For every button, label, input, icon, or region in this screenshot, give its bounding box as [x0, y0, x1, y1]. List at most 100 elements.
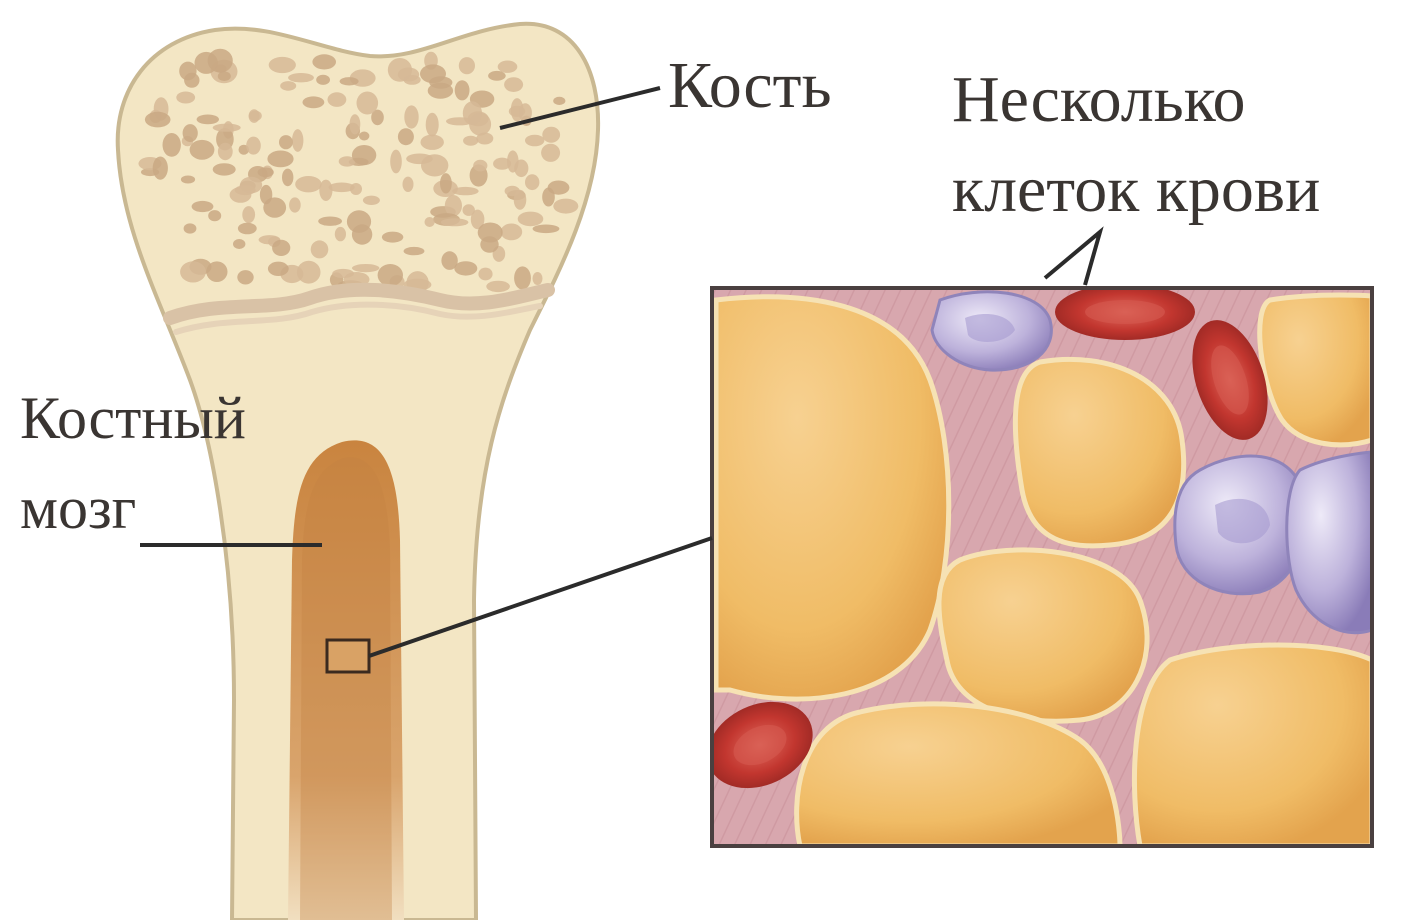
bone-pore — [213, 163, 236, 175]
bone-pore — [425, 217, 435, 227]
bone-pore — [542, 127, 560, 143]
bone-pore — [242, 206, 255, 223]
bone-pore — [180, 261, 206, 282]
bone-pore — [352, 264, 379, 272]
bone-pore — [268, 262, 289, 276]
bone-pore — [303, 96, 325, 108]
bone-pore — [184, 223, 197, 233]
bone-pore — [295, 176, 321, 192]
bone-pore — [153, 157, 168, 180]
bone-pore — [238, 223, 257, 235]
bone-pore — [514, 266, 531, 289]
bone-pore — [441, 218, 469, 226]
bone-pore — [269, 57, 296, 73]
bone-pore — [319, 180, 332, 201]
bone-pore — [183, 124, 198, 142]
bone-pore — [340, 77, 359, 85]
bone-pore — [176, 92, 195, 104]
bone-pore — [473, 160, 487, 172]
bone-pore — [398, 128, 414, 145]
bone-pore — [318, 217, 342, 226]
bone-pore — [258, 168, 274, 178]
bone-pore — [504, 77, 523, 92]
label-bone: Кость — [668, 46, 832, 126]
bone-pore — [426, 113, 439, 137]
bone-pore — [218, 71, 231, 81]
bone-pore — [533, 272, 543, 285]
bone-pore — [192, 201, 214, 212]
bone-pore — [213, 124, 241, 132]
bone-pore — [350, 114, 361, 134]
bone-pore — [163, 133, 181, 157]
bone-pore — [454, 261, 477, 275]
bone-pore — [463, 136, 478, 146]
bone-pore — [240, 177, 262, 194]
fat-cell — [939, 550, 1147, 721]
bone-pore — [388, 58, 412, 82]
bone-pore — [233, 239, 245, 249]
bone-pore — [406, 154, 433, 165]
bone-pore — [145, 112, 171, 128]
magnified-inset — [693, 284, 1372, 846]
bone-pore — [455, 80, 470, 100]
bone-pore — [297, 261, 321, 284]
bone-pore — [378, 264, 403, 286]
bone-pore — [404, 105, 418, 128]
fat-cell — [716, 297, 949, 699]
bone-illustration — [118, 24, 598, 920]
bone-pore — [311, 240, 329, 258]
bone-pore — [352, 224, 372, 244]
label-bone-marrow-line1: Костный — [20, 380, 246, 456]
bone-pore — [292, 129, 303, 152]
bone-pore — [463, 101, 482, 125]
bone-pore — [390, 150, 402, 174]
bone-pore — [525, 135, 544, 147]
bone-pore — [514, 190, 527, 210]
bone-pore — [501, 224, 523, 241]
bone-pore — [428, 83, 453, 99]
bone-pore — [541, 144, 560, 162]
bone-pore — [237, 270, 253, 284]
bone-pore — [459, 57, 475, 74]
leader-line-blood-cells — [1045, 232, 1100, 285]
bone-pore — [272, 240, 290, 256]
bone-pore — [218, 143, 233, 160]
bone-pore — [440, 173, 452, 193]
bone-pore — [197, 115, 219, 125]
bone-pore — [195, 52, 218, 74]
bone-pore — [553, 199, 578, 214]
bone-pore — [525, 174, 539, 190]
label-bone-marrow-line2: мозг — [20, 470, 136, 546]
bone-pore — [280, 81, 296, 91]
bone-pore — [382, 232, 403, 243]
bone-pore — [507, 150, 519, 172]
bone-pore — [208, 210, 221, 221]
bone-pore — [184, 73, 199, 88]
bone-pore — [282, 169, 293, 187]
fat-cell — [1134, 645, 1372, 846]
bone-pore — [363, 196, 380, 205]
bone-pore — [420, 64, 446, 83]
bone-pore — [316, 75, 330, 85]
bone-pore — [289, 197, 301, 212]
label-blood-cells-line1: Несколько — [952, 60, 1246, 140]
bone-pore — [352, 145, 376, 165]
bone-pore — [480, 236, 498, 253]
bone-pore — [498, 60, 518, 72]
sample-marker — [327, 640, 369, 672]
bone-pore — [486, 281, 510, 292]
bone-pore — [288, 73, 314, 82]
bone-pore — [359, 132, 369, 141]
bone-pore — [332, 269, 354, 278]
bone-pore — [190, 140, 215, 160]
label-blood-cells-line2: клеток крови — [952, 150, 1320, 230]
bone-pore — [533, 225, 560, 234]
bone-pore — [312, 54, 336, 69]
bone-pore — [403, 177, 414, 192]
bone-pore — [267, 151, 293, 168]
bone-pore — [421, 135, 444, 150]
bone-pore — [249, 111, 262, 121]
bone-pore — [509, 106, 525, 117]
bone-pore — [478, 268, 492, 281]
bone-pore — [206, 261, 227, 282]
